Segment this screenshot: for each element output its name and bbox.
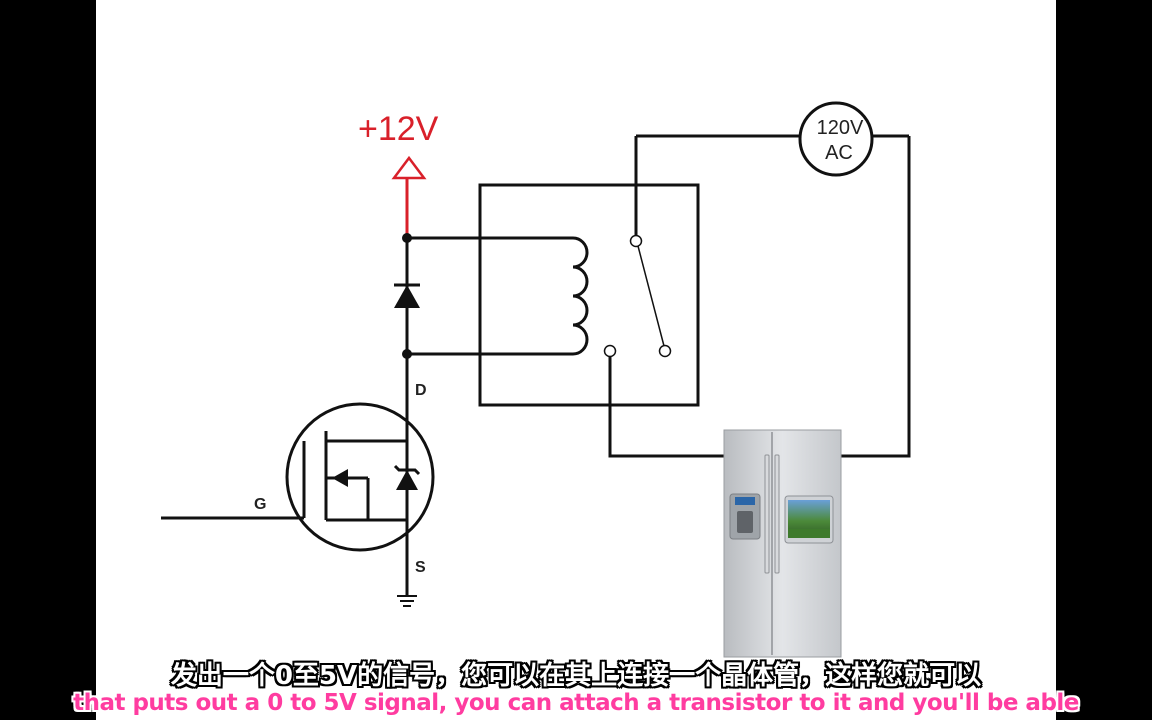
relay-circuit-diagram: +12V D: [161, 101, 911, 658]
refrigerator-icon: [723, 429, 842, 658]
relay-box: [478, 183, 700, 407]
switch-arm: [637, 245, 665, 347]
diode-icon: [394, 283, 420, 308]
ac-label-bottom: AC: [825, 142, 853, 164]
source-label: S: [415, 559, 426, 576]
mosfet-symbol: [285, 402, 435, 552]
ac-return-wire: [841, 136, 911, 458]
load-wire: [608, 357, 724, 458]
junction-top: [402, 233, 412, 243]
junction-bottom: [402, 349, 412, 359]
ac-source: [798, 101, 874, 177]
switch-no-terminal: [603, 344, 617, 358]
switch-nc-terminal: [658, 344, 672, 358]
switch-common-terminal: [629, 234, 643, 248]
supply-label: +12V: [358, 110, 439, 148]
supply-arrow-icon: [391, 155, 427, 180]
subtitle-english: that puts out a 0 to 5V signal, you can …: [73, 690, 1079, 716]
relay-coil: [572, 236, 589, 356]
video-frame: +12V D: [96, 0, 1056, 720]
gate-label: G: [254, 496, 266, 513]
drain-label: D: [415, 382, 427, 399]
ground-icon: [397, 595, 417, 607]
subtitle-chinese: 发出一个0至5V的信号，您可以在其上连接一个晶体管，这样您就可以: [170, 661, 982, 691]
ac-label-top: 120V: [817, 117, 864, 139]
